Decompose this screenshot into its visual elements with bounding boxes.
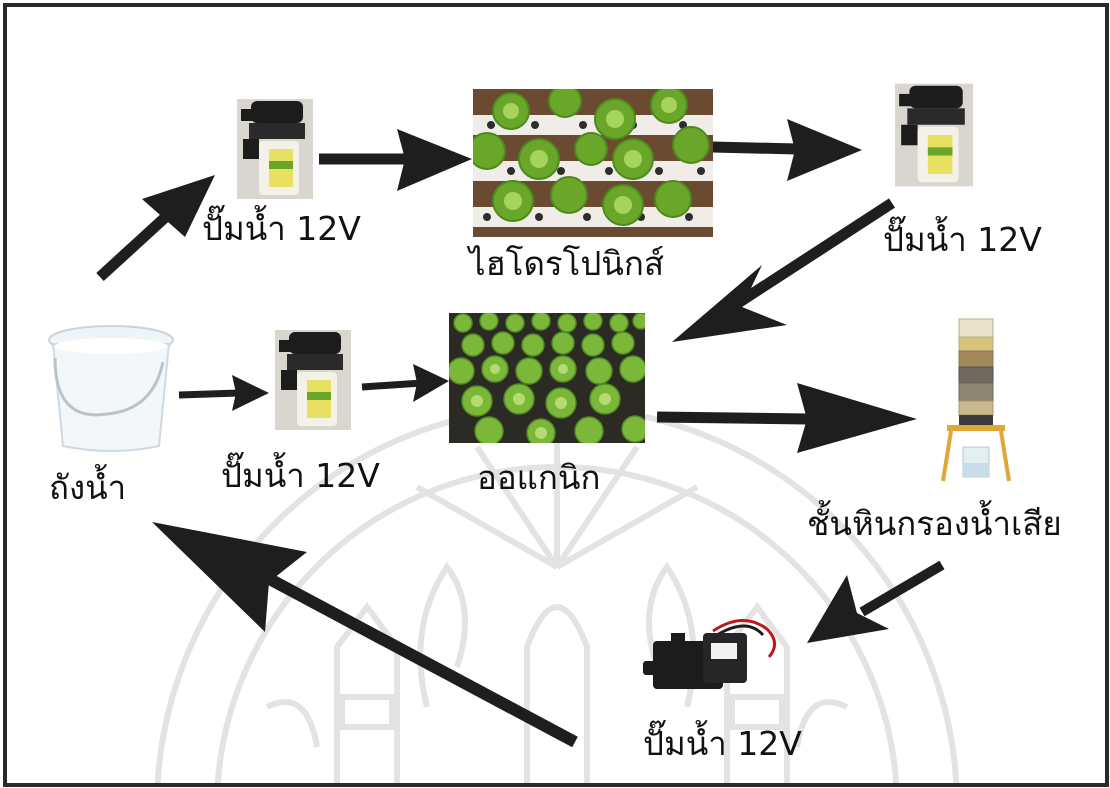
label-water-tank: ถังน้ำ xyxy=(49,468,127,507)
label-filter-layer: ชั้นหินกรองน้ำเสีย xyxy=(807,504,1062,543)
water-tank-image xyxy=(48,325,174,452)
arrow-tank-to-pump-middle xyxy=(178,375,269,411)
arrow-pump-to-hydroponics xyxy=(319,129,472,191)
arrow-pump-bottom-to-tank xyxy=(152,522,578,748)
arrow-filter-to-pump-bottom xyxy=(807,560,945,643)
arrow-pump-middle-to-organic xyxy=(361,364,449,402)
pump-icon xyxy=(895,83,973,187)
arrow-tank-to-pump-top xyxy=(96,175,215,282)
hydroponics-image xyxy=(473,89,713,237)
organic-farm-image xyxy=(449,313,645,443)
submersible-pump-image xyxy=(643,619,776,689)
pump-icon xyxy=(237,99,313,199)
filter-layer-image xyxy=(941,318,1011,482)
arrow-hydroponics-to-pump xyxy=(711,119,862,181)
diagram-frame: ปั๊มน้ำ 12V ไฮโดรโปนิกส์ ปั๊มน้ำ 12V ถัง… xyxy=(3,3,1109,787)
label-pump-top-right: ปั๊มน้ำ 12V xyxy=(883,220,1042,259)
pump-icon xyxy=(275,330,351,430)
arrow-pump-to-organic xyxy=(672,198,895,342)
label-pump-bottom: ปั๊มน้ำ 12V xyxy=(643,724,802,763)
arrow-organic-to-filter xyxy=(656,383,917,453)
label-organic: ออแกนิก xyxy=(477,458,601,497)
label-hydroponics: ไฮโดรโปนิกส์ xyxy=(469,244,664,283)
label-pump-top-left: ปั๊มน้ำ 12V xyxy=(202,209,361,248)
label-pump-middle: ปั๊มน้ำ 12V xyxy=(221,456,380,495)
flow-arrows xyxy=(96,119,945,748)
